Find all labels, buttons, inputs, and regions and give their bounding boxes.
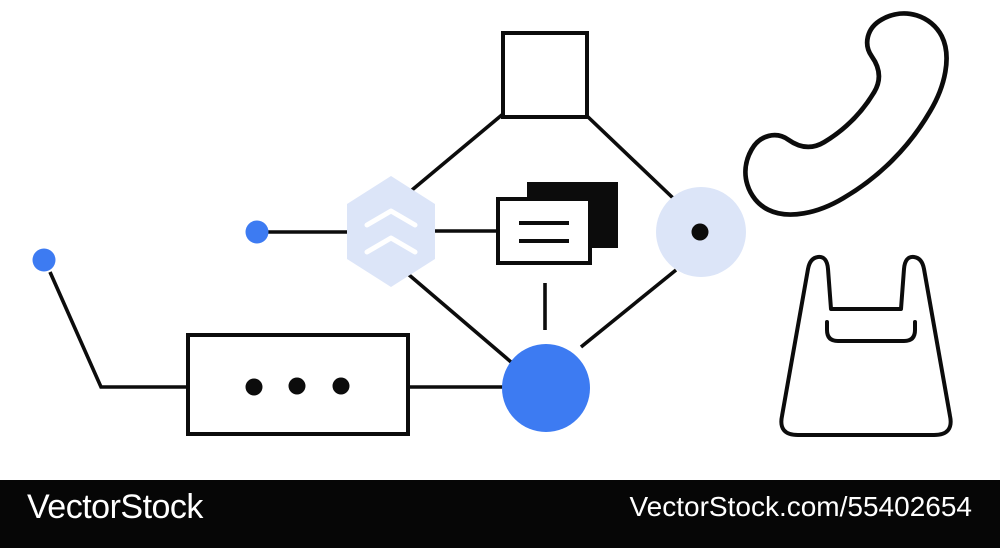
ellipsis-dot — [245, 378, 263, 396]
connector-line — [585, 114, 675, 200]
ellipsis-box — [186, 333, 410, 436]
ellipsis-dot — [288, 377, 306, 395]
blue-dot-mid — [245, 220, 269, 244]
flowchart-illustration — [32, 11, 953, 437]
center-dot — [691, 223, 709, 241]
phone-icon — [743, 11, 949, 217]
hexagon-shape — [347, 176, 435, 287]
card-front — [496, 197, 592, 265]
connector-line — [406, 272, 513, 364]
bag-outline — [779, 254, 953, 437]
double-chevron-up-icon — [364, 208, 418, 255]
square-node — [501, 31, 589, 119]
watermark-url: VectorStock.com/55402654 — [629, 491, 972, 522]
ellipsis-box-node — [186, 333, 410, 436]
connector-line — [410, 112, 505, 192]
shopping-bag-icon — [779, 254, 953, 437]
connector-line — [579, 268, 678, 349]
connector-line — [48, 271, 188, 389]
watermark-brand: VectorStock — [27, 487, 203, 526]
blue-circle-node — [502, 344, 590, 432]
connector-lines — [48, 112, 678, 389]
bag-pocket-line — [825, 320, 917, 343]
dot-in-circle-node — [656, 187, 746, 277]
hexagon-node — [347, 176, 435, 287]
blue-dot-left — [32, 248, 56, 272]
watermark-bar: VectorStock VectorStock.com/55402654 — [0, 480, 1000, 548]
cards-node — [496, 182, 618, 265]
ellipsis-dot — [332, 377, 350, 395]
